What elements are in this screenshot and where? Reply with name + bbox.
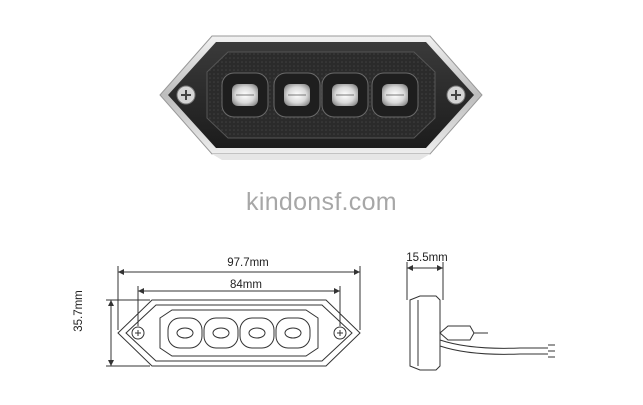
left-screw-icon [176,85,196,105]
led-module-3 [321,72,369,118]
drawing-led-1 [167,317,203,349]
height-label: 35.7mm [73,290,85,332]
side-cable [439,339,548,349]
drawing-led-2 [203,317,239,349]
side-outline [409,295,441,371]
drawing-led-4 [275,317,311,349]
drawing-left-screw [131,326,145,340]
right-screw-icon [446,85,466,105]
hole-spacing-label: 84mm [230,279,262,291]
led-module-1 [221,72,269,118]
watermark: kindonsf.com [246,188,397,216]
drawing-right-screw [333,326,347,340]
lens-panel [206,51,436,139]
led-module-4 [371,72,419,118]
depth-label: 15.5mm [406,252,448,264]
front-outline [117,299,361,367]
drawing-led-3 [239,317,275,349]
overall-width-label: 97.7mm [227,257,269,269]
led-module-2 [273,72,321,118]
